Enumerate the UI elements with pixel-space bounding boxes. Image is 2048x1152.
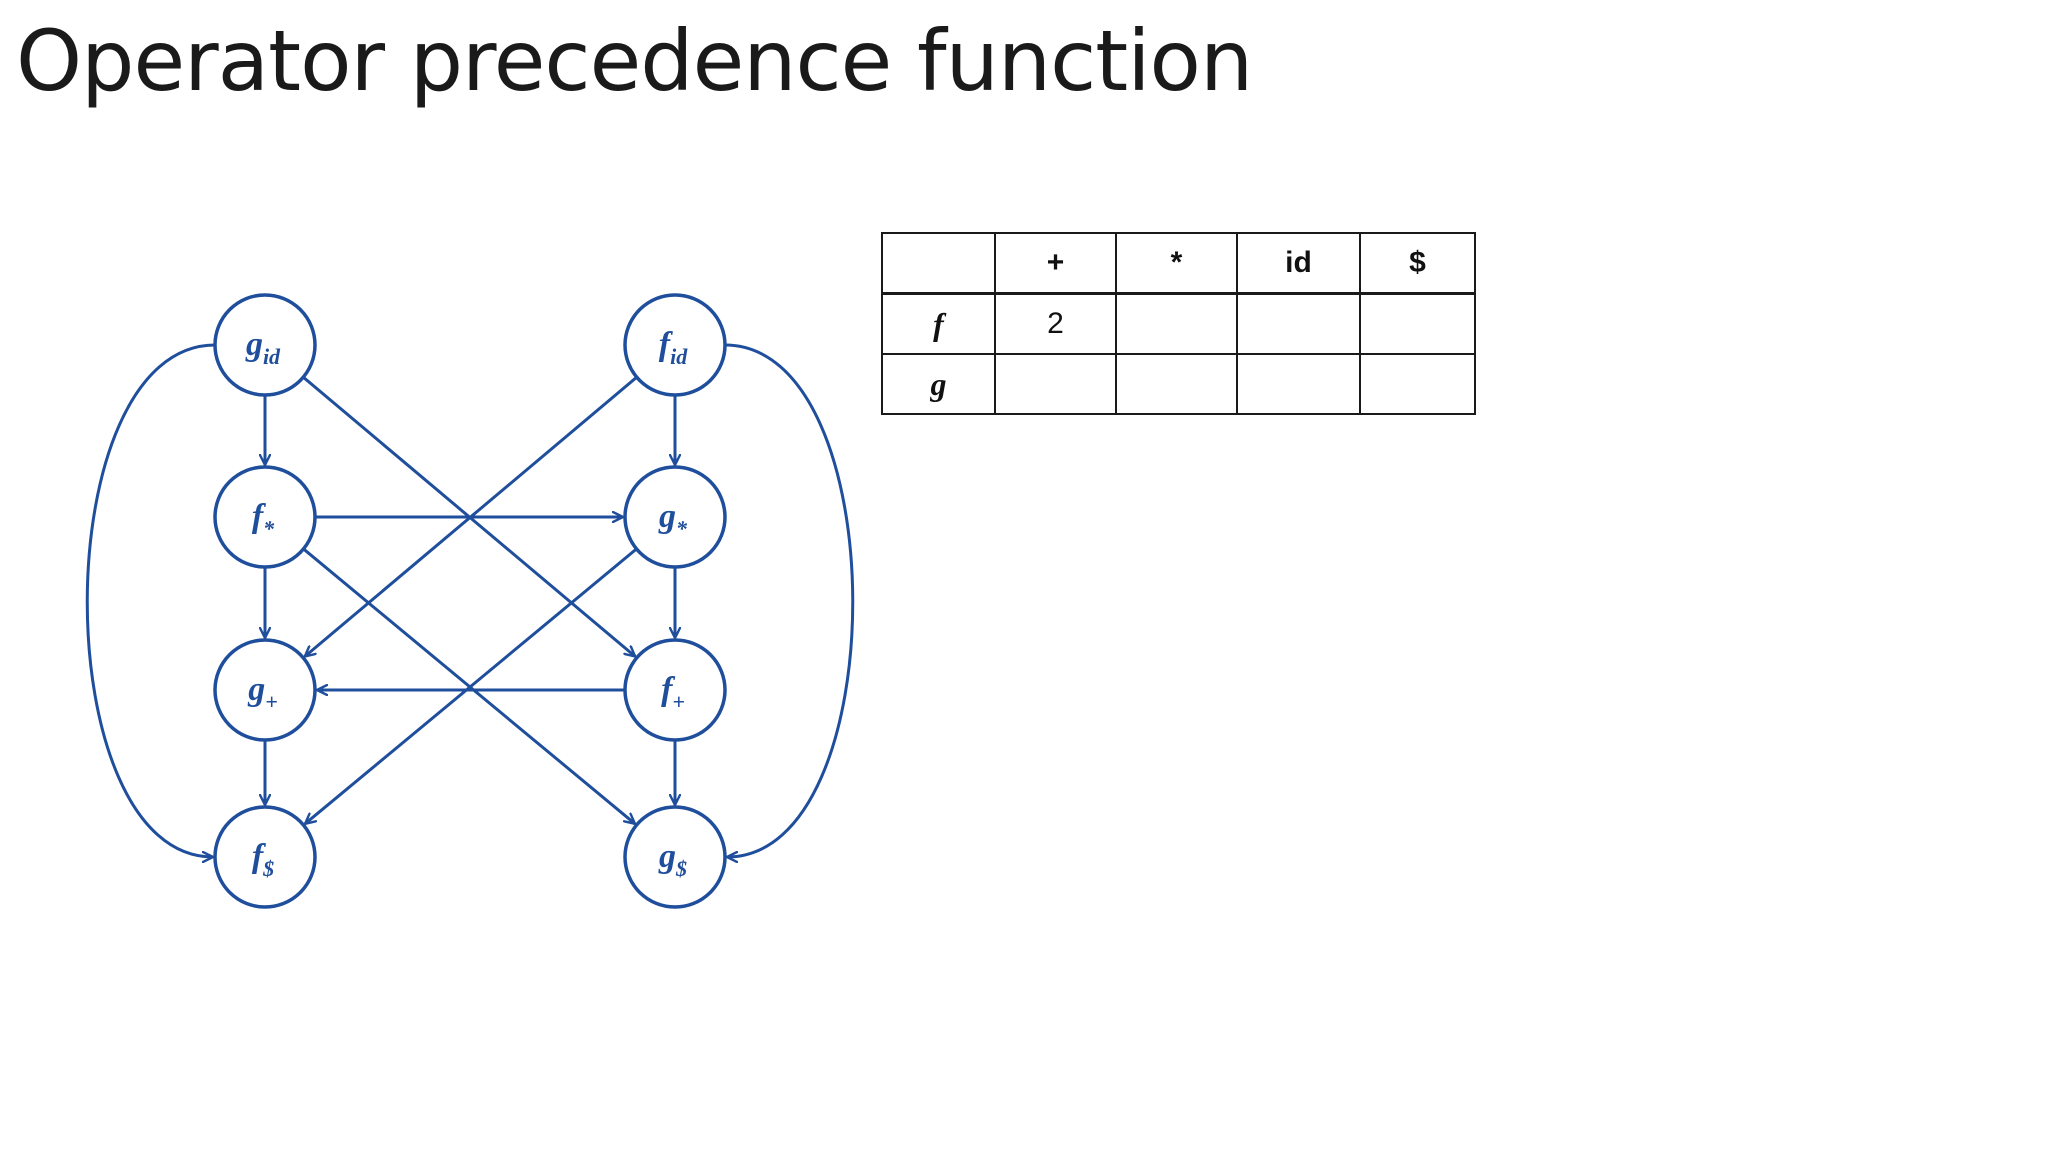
edge-g-id-to-f-dollar	[85, 343, 216, 857]
edge-f-id-to-g-dollar	[724, 343, 855, 857]
precedence-table: + * id $ f 2 g	[881, 232, 1476, 415]
table-cell	[994, 353, 1117, 415]
table-cell	[1359, 292, 1476, 355]
node-label: f$	[252, 838, 274, 881]
node-label: g*	[658, 498, 688, 541]
node-f-mul: f*	[213, 465, 317, 569]
node-f-dollar: f$	[213, 805, 317, 909]
column-header-star: *	[1115, 232, 1238, 295]
table-cell	[1115, 292, 1238, 355]
node-label: f*	[252, 498, 275, 541]
slide-title: Operator precedence function	[16, 12, 1253, 110]
table-row: g	[881, 353, 1476, 415]
node-circle	[213, 465, 317, 569]
node-label-subscript: +	[672, 689, 685, 714]
node-circle	[623, 805, 727, 909]
node-label-base: g	[658, 498, 676, 535]
node-label-subscript: id	[670, 344, 688, 369]
table-cell	[1115, 353, 1238, 415]
node-label-subscript: $	[262, 856, 274, 881]
node-label-base: g	[658, 838, 676, 875]
column-header-dollar: $	[1359, 232, 1476, 295]
row-label-g: g	[881, 353, 996, 415]
edges-layer	[85, 343, 855, 857]
node-label: g+	[247, 671, 278, 714]
node-f-plus: f+	[623, 638, 727, 742]
node-g-dollar: g$	[623, 805, 727, 909]
node-circle	[213, 293, 317, 397]
table-cell: 2	[994, 292, 1117, 355]
node-label: fid	[659, 326, 688, 369]
node-label-base: f	[252, 838, 267, 875]
table-cell	[1236, 353, 1361, 415]
node-label-base: f	[252, 498, 267, 535]
node-circle	[623, 465, 727, 569]
node-label: g$	[658, 838, 687, 881]
table-cell	[1359, 353, 1476, 415]
node-circle	[623, 293, 727, 397]
table-row: f 2	[881, 292, 1476, 355]
table-header-row: + * id $	[881, 232, 1476, 295]
node-label-subscript: +	[265, 689, 278, 714]
table-cell	[1236, 292, 1361, 355]
node-label-subscript: *	[263, 516, 275, 541]
column-header-id: id	[1236, 232, 1361, 295]
node-label-subscript: id	[263, 344, 281, 369]
node-label-base: g	[247, 671, 265, 708]
table-corner-cell	[881, 232, 996, 295]
row-label-f: f	[881, 292, 996, 355]
node-g-plus: g+	[213, 638, 317, 742]
node-label-base: f	[661, 671, 676, 708]
node-label-subscript: $	[675, 856, 687, 881]
node-label: f+	[661, 671, 685, 714]
node-g-mul: g*	[623, 465, 727, 569]
column-header-plus: +	[994, 232, 1117, 295]
node-g-id: gid	[213, 293, 317, 397]
node-circle	[213, 638, 317, 742]
node-f-id: fid	[623, 293, 727, 397]
node-label-base: f	[659, 326, 674, 363]
edge-g-mul-to-f-dollar	[305, 547, 638, 824]
node-circle	[213, 805, 317, 909]
node-circle	[623, 638, 727, 742]
node-label: gid	[245, 326, 281, 369]
node-label-base: g	[245, 326, 263, 363]
node-label-subscript: *	[676, 516, 688, 541]
